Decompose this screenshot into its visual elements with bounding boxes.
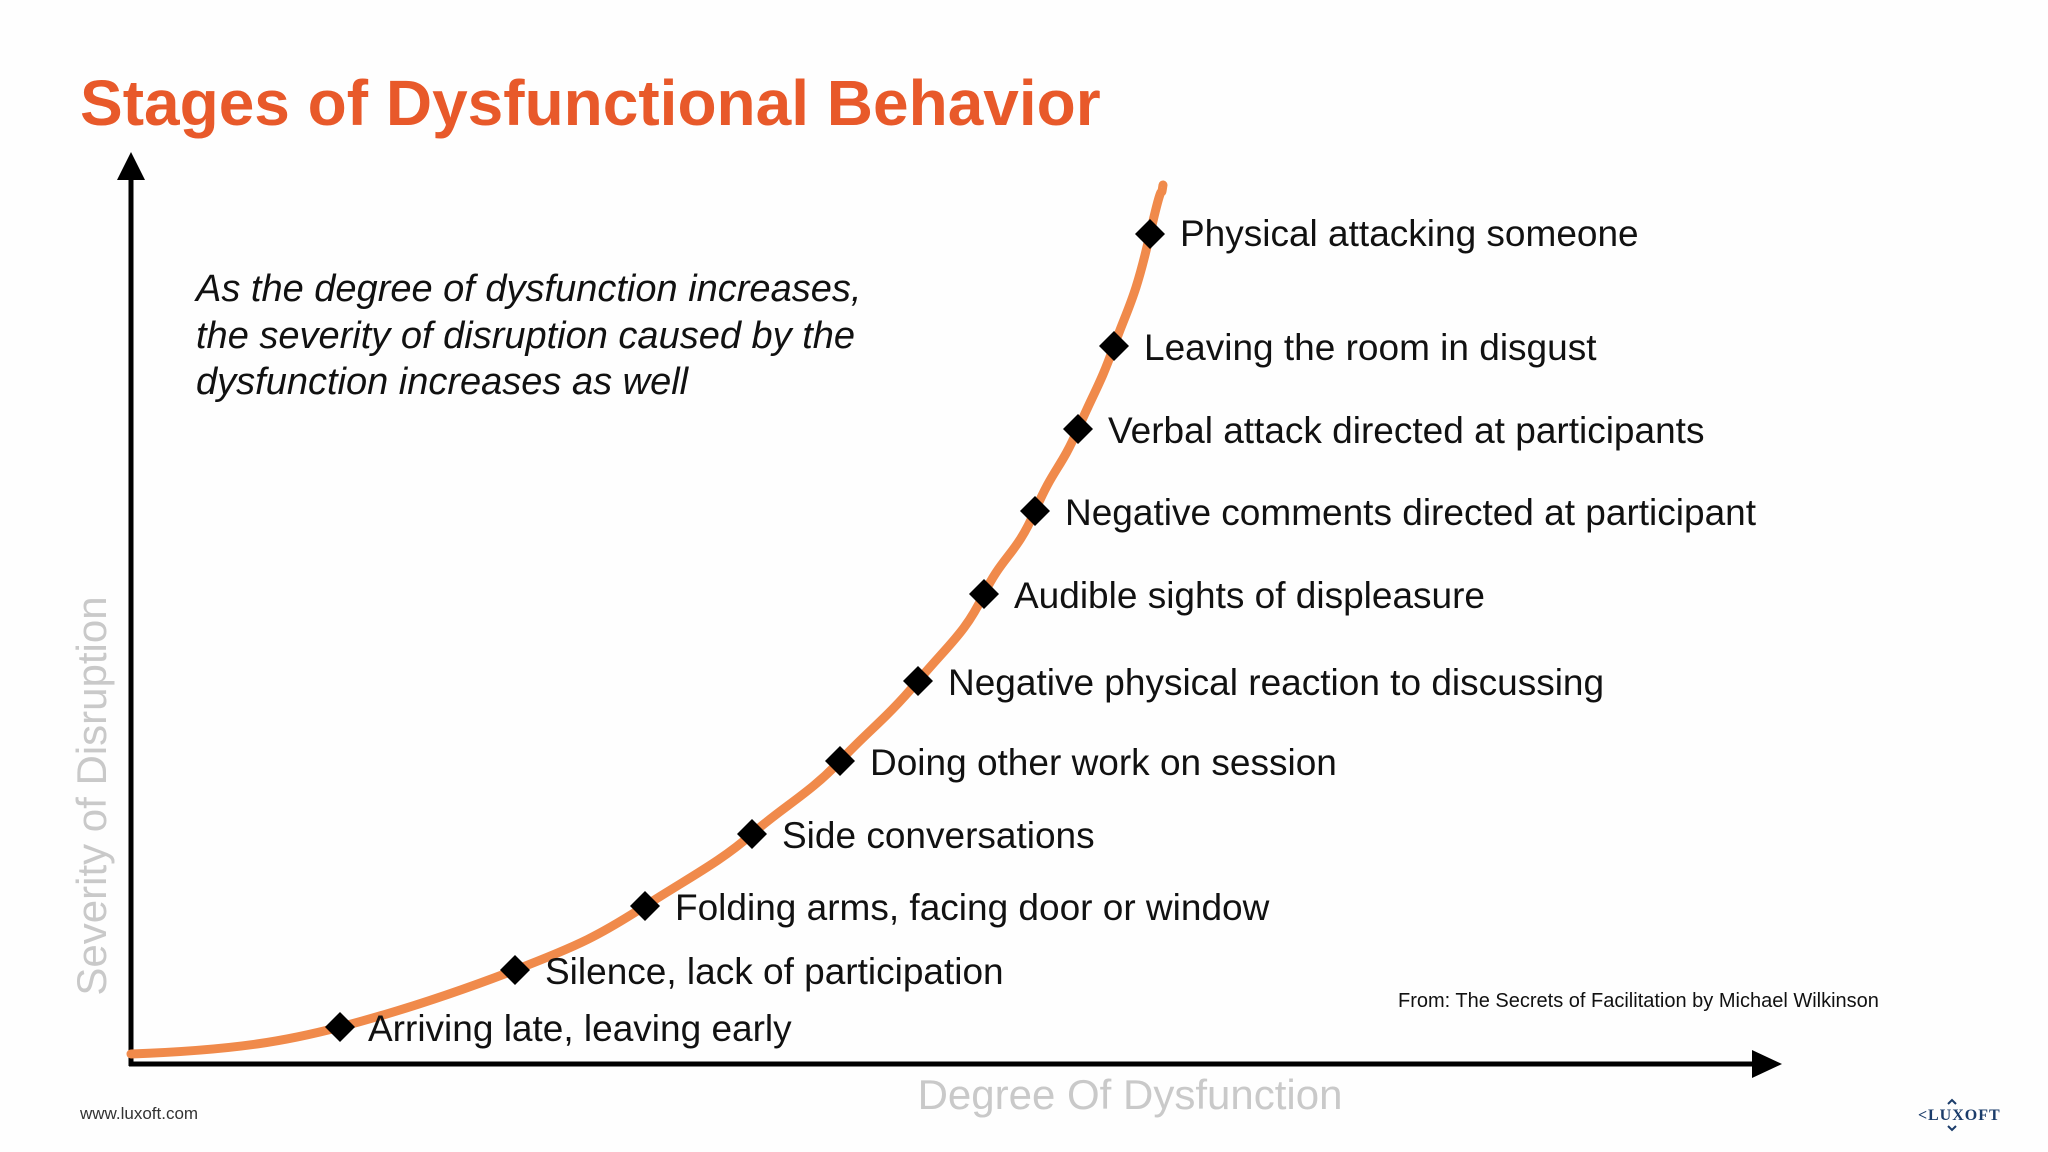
description-line: dysfunction increases as well	[196, 361, 689, 403]
stage-label: Leaving the room in disgust	[1144, 327, 1597, 368]
x-axis-arrow-icon	[1752, 1050, 1782, 1078]
stage-label: Arriving late, leaving early	[368, 1008, 792, 1049]
stage-marker-icon	[325, 1012, 355, 1042]
stage-marker-icon	[825, 746, 855, 776]
stage-marker-icon	[500, 955, 530, 985]
source-citation: From: The Secrets of Facilitation by Mic…	[1398, 990, 1879, 1012]
luxoft-logo: < LUXOFT	[1918, 1090, 2028, 1136]
stage-label: Physical attacking someone	[1180, 213, 1639, 254]
description-line: the severity of disruption caused by the	[196, 314, 856, 357]
y-axis-label: Severity of Disruption	[68, 596, 115, 996]
stage-marker-icon	[737, 819, 767, 849]
stage-marker-icon	[1099, 331, 1129, 361]
logo-text: LUXOFT	[1928, 1107, 2001, 1124]
stage-marker-icon	[1020, 496, 1050, 526]
description: As the degree of dysfunction increases, …	[196, 266, 956, 406]
stage-marker-icon	[1063, 414, 1093, 444]
footer-url: www.luxoft.com	[80, 1104, 199, 1123]
slide-title: Stages of Dysfunctional Behavior	[80, 67, 1101, 139]
stage-label: Negative comments directed at participan…	[1065, 492, 1757, 533]
stage-label: Silence, lack of participation	[545, 951, 1004, 992]
stage-label: Side conversations	[782, 815, 1095, 856]
stage-marker-icon	[1135, 219, 1165, 249]
stage-marker-icon	[903, 666, 933, 696]
description-line: As the degree of dysfunction increases,	[196, 268, 862, 310]
stage-label: Folding arms, facing door or window	[675, 887, 1270, 928]
stage-marker-icon	[969, 579, 999, 609]
x-axis-label: Degree Of Dysfunction	[917, 1071, 1343, 1118]
stage-marker-icon	[630, 891, 660, 921]
stage-markers: Arriving late, leaving early Silence, lac…	[325, 213, 1757, 1049]
svg-text:<: <	[1918, 1107, 1927, 1124]
stage-label: Negative physical reaction to discussing	[948, 662, 1604, 703]
y-axis-arrow-icon	[117, 152, 145, 180]
stage-label: Verbal attack directed at participants	[1108, 410, 1704, 451]
stage-label: Doing other work on session	[870, 742, 1337, 783]
stage-label: Audible sights of displeasure	[1014, 575, 1485, 616]
